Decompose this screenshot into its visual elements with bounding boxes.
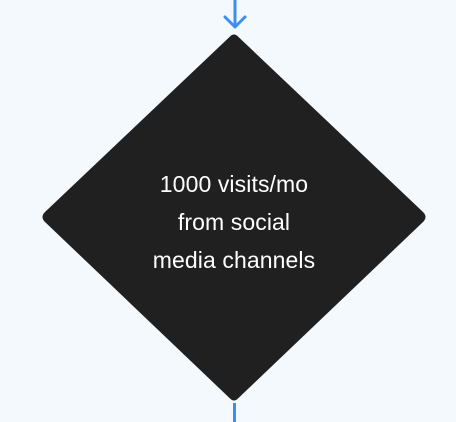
decision-label-line-3: media channels bbox=[152, 247, 316, 273]
decision-label: 1000 visits/mo from social media channel… bbox=[120, 165, 348, 279]
arrow-down-icon bbox=[223, 15, 247, 29]
decision-diamond-shape bbox=[42, 34, 426, 401]
decision-label-line-2: from social bbox=[177, 209, 291, 235]
decision-label-line-1: 1000 visits/mo bbox=[159, 171, 309, 197]
incoming-connector bbox=[223, 0, 247, 29]
outgoing-connector bbox=[233, 403, 236, 422]
